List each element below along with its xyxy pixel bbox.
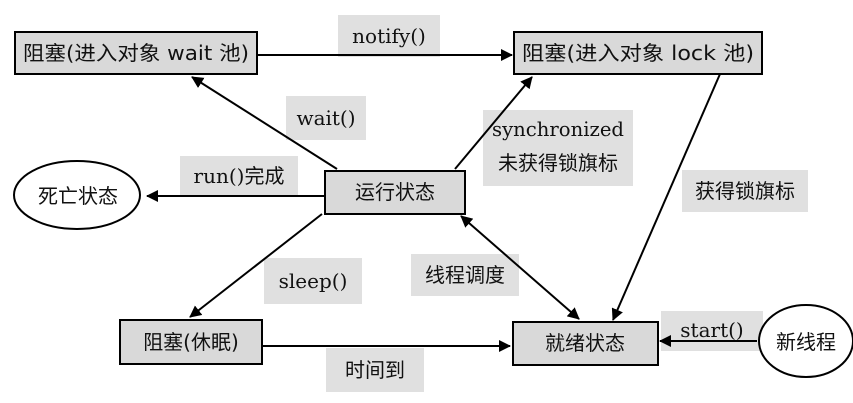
edge-wait — [191, 76, 338, 170]
node-dead-label: 死亡状态 — [38, 184, 118, 208]
node-blocked-lock-pool — [513, 31, 763, 75]
label-scheduling: 线程调度 — [425, 263, 505, 287]
label-notify: notify() — [352, 24, 426, 48]
label-sleep: sleep() — [279, 269, 348, 293]
label-bg-run-done — [180, 156, 298, 196]
label-start: start() — [680, 318, 743, 342]
node-blocked-lock-pool-label: 阻塞(进入对象 lock 池) — [522, 41, 754, 65]
node-new-thread-label: 新线程 — [776, 330, 836, 354]
node-running-label: 运行状态 — [355, 180, 435, 204]
label-synchronized: synchronized — [492, 117, 624, 141]
node-ready-label: 就绪状态 — [545, 331, 625, 355]
node-blocked-sleep-label: 阻塞(休眠) — [143, 330, 239, 354]
label-bg-time-up — [326, 348, 424, 392]
node-dead — [13, 160, 141, 230]
edge-scheduling — [460, 215, 580, 320]
label-wait: wait() — [296, 106, 355, 130]
node-blocked-sleep — [119, 319, 263, 365]
label-bg-got-lock — [682, 170, 808, 212]
label-bg-notify — [338, 15, 440, 57]
node-ready — [512, 321, 659, 366]
label-time-up: 时间到 — [345, 358, 405, 382]
label-bg-start — [661, 311, 763, 351]
node-blocked-wait-pool-label: 阻塞(进入对象 wait 池) — [23, 41, 249, 65]
label-bg-wait — [286, 96, 366, 140]
edge-sleep — [189, 213, 323, 318]
node-blocked-wait-pool — [14, 31, 258, 75]
label-run-done: run()完成 — [194, 164, 285, 188]
label-bg-synchronized — [483, 110, 633, 186]
label-no-lock-flag: 未获得锁旗标 — [498, 151, 618, 175]
label-bg-sleep — [264, 258, 362, 304]
label-got-lock-flag: 获得锁旗标 — [695, 179, 795, 203]
edge-synchronized — [454, 76, 533, 170]
node-running — [324, 170, 466, 215]
edge-got-lock — [611, 73, 721, 321]
node-new-thread — [758, 304, 853, 378]
